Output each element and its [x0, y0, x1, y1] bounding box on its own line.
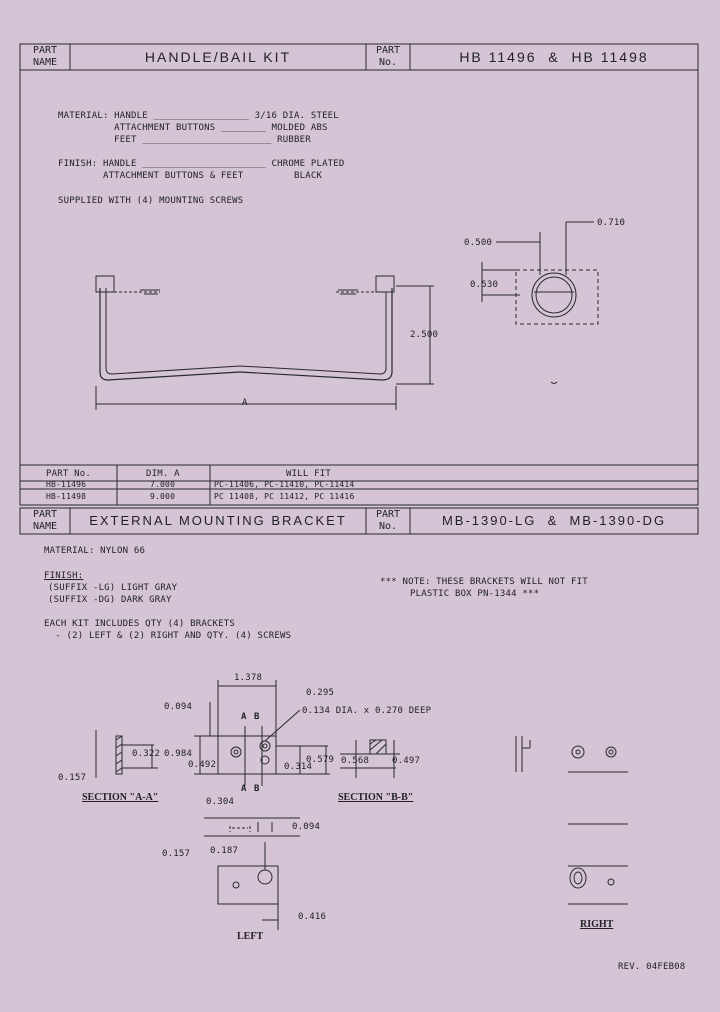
- dim-0157a: 0.157: [58, 773, 87, 783]
- dim-0530: 0.530: [470, 280, 499, 290]
- finish-line-2: ATTACHMENT BUTTONS & FEET BLACK: [58, 171, 323, 181]
- section-bb-label: SECTION "B-B": [338, 792, 414, 803]
- bracket-note-line-2: PLASTIC BOX PN-1344 ***: [410, 589, 540, 599]
- bracket-part-name-label-2: NAME: [32, 521, 58, 532]
- section-aa-label: SECTION "A-A": [82, 792, 159, 803]
- bracket-finish-title: FINISH:: [44, 571, 84, 581]
- dim-0492: 0.492: [188, 760, 217, 770]
- bracket-kit-line-2: - (2) LEFT & (2) RIGHT AND QTY. (4) SCRE…: [44, 631, 292, 641]
- bracket-kit-line-1: EACH KIT INCLUDES QTY (4) BRACKETS: [44, 619, 236, 629]
- section-b-bottom: B: [254, 784, 260, 794]
- right-view-label: RIGHT: [580, 919, 614, 930]
- section-a-bottom: A: [241, 784, 247, 794]
- table-row-1-part: HB-11496: [46, 480, 87, 489]
- bracket-part-no-title: MB-1390-LG & MB-1390-DG: [441, 513, 667, 528]
- table-row-2-fit: PC 11408, PC 11412, PC 11416: [214, 492, 355, 501]
- material-line-3: FEET _______________________ RUBBER: [58, 135, 311, 145]
- bracket-finish-line-1: (SUFFIX -LG) LIGHT GRAY: [48, 583, 178, 593]
- table-row-1-fit: PC-11406, PC-11410, PC-11414: [214, 480, 355, 489]
- part-name-title: HANDLE/BAIL KIT: [144, 49, 292, 65]
- material-line-1: MATERIAL: HANDLE _________________ 3/16 …: [58, 111, 339, 121]
- supplied-note: SUPPLIED WITH (4) MOUNTING SCREWS: [58, 196, 244, 206]
- dim-0500: 0.500: [464, 238, 493, 248]
- part-name-label-2: NAME: [32, 57, 58, 68]
- dim-0304: 0.304: [206, 797, 235, 807]
- bracket-finish-line-2: (SUFFIX -DG) DARK GRAY: [48, 595, 172, 605]
- dim-0579: 0.579: [306, 755, 335, 765]
- dim-0497: 0.497: [392, 756, 421, 766]
- dim-0416: 0.416: [298, 912, 327, 922]
- left-view-label: LEFT: [237, 931, 264, 942]
- part-no-title: HB 11496 & HB 11498: [459, 49, 649, 65]
- part-name-label: PART: [32, 45, 58, 56]
- bracket-part-no-label: PART: [375, 509, 401, 520]
- section-b-top: B: [254, 712, 260, 722]
- table-header-fit: WILL FIT: [286, 469, 331, 479]
- bracket-part-name-label: PART: [32, 509, 58, 520]
- part-no-label: PART: [375, 45, 401, 56]
- bracket-material: MATERIAL: NYLON 66: [44, 546, 146, 556]
- table-row-1-dim: 7.000: [150, 480, 176, 489]
- revision: REV. 04FEB08: [618, 962, 686, 972]
- hole-note: 0.134 DIA. x 0.270 DEEP: [302, 706, 432, 716]
- dim-1-378: 1.378: [234, 673, 263, 683]
- dim-a: A: [242, 398, 248, 408]
- table-header-dim: DIM. A: [146, 469, 180, 479]
- table-row-2-part: HB-11498: [46, 492, 87, 501]
- dim-0094b: 0.094: [292, 822, 321, 832]
- dim-0187: 0.187: [210, 846, 239, 856]
- bracket-note-line-1: *** NOTE: THESE BRACKETS WILL NOT FIT: [380, 577, 588, 587]
- bracket-part-name-title: EXTERNAL MOUNTING BRACKET: [89, 513, 347, 528]
- finish-line-1: FINISH: HANDLE ______________________ CH…: [58, 159, 345, 169]
- part-no-label-2: No.: [378, 57, 398, 68]
- dim-0322: 0.322: [132, 749, 161, 759]
- section-a-top: A: [241, 712, 247, 722]
- dim-height: 2.500: [410, 330, 439, 340]
- table-header-part: PART No.: [46, 469, 91, 479]
- dim-0295: 0.295: [306, 688, 335, 698]
- dim-0094: 0.094: [164, 702, 193, 712]
- material-line-2: ATTACHMENT BUTTONS ________ MOLDED ABS: [58, 123, 328, 133]
- table-row-2-dim: 9.000: [150, 492, 176, 501]
- dim-0314: 0.314: [284, 762, 313, 772]
- bracket-part-no-label-2: No.: [378, 521, 398, 532]
- dim-0157b: 0.157: [162, 849, 191, 859]
- dim-0710: 0.710: [597, 218, 626, 228]
- dim-0984: 0.984: [164, 749, 193, 759]
- dim-0568: 0.568: [341, 756, 370, 766]
